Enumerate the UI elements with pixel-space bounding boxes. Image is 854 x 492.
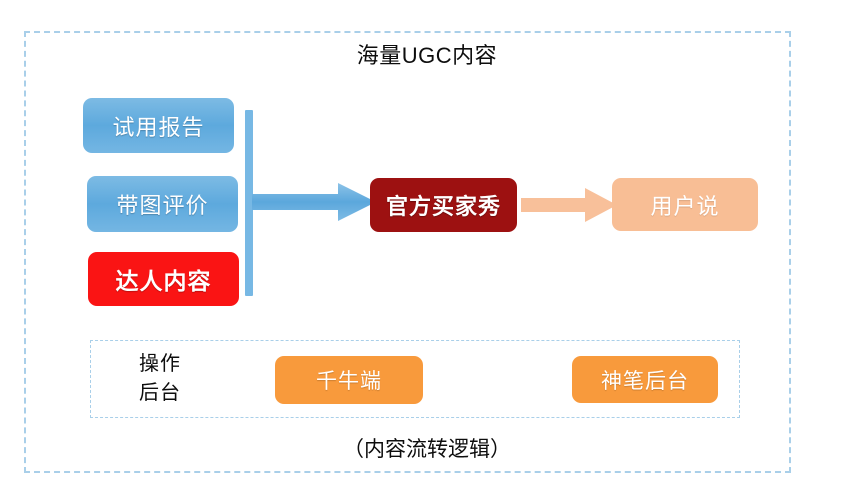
- diagram-caption: （内容流转逻辑）: [343, 438, 511, 461]
- node-label: 官方买家秀: [385, 194, 501, 219]
- vertical-bar-connector: [245, 110, 253, 296]
- node-label: 千牛端: [316, 370, 382, 393]
- backoffice-label-line2: 后台: [139, 382, 181, 404]
- node-label: 达人内容: [115, 268, 212, 294]
- backoffice-label-line1: 操作: [139, 353, 181, 375]
- node-label: 试用报告: [112, 114, 205, 140]
- node-label: 带图评价: [116, 193, 209, 218]
- node-label: 用户说: [650, 193, 720, 219]
- backoffice-label: 操作 后台: [125, 350, 195, 408]
- node-label: 神笔后台: [601, 369, 689, 393]
- arrow-right-icon-peach: [521, 188, 617, 222]
- page-title: 海量UGC内容: [356, 43, 498, 68]
- arrow-right-icon-blue: [252, 183, 376, 221]
- node-expert-content[interactable]: 达人内容: [88, 252, 239, 306]
- node-qianniu-client[interactable]: 千牛端: [275, 356, 423, 404]
- node-trial-report[interactable]: 试用报告: [83, 98, 234, 153]
- node-user-says[interactable]: 用户说: [612, 178, 758, 231]
- node-shenbi-backend[interactable]: 神笔后台: [572, 356, 718, 403]
- node-official-buyer-show[interactable]: 官方买家秀: [370, 178, 517, 232]
- node-image-review[interactable]: 带图评价: [87, 176, 238, 232]
